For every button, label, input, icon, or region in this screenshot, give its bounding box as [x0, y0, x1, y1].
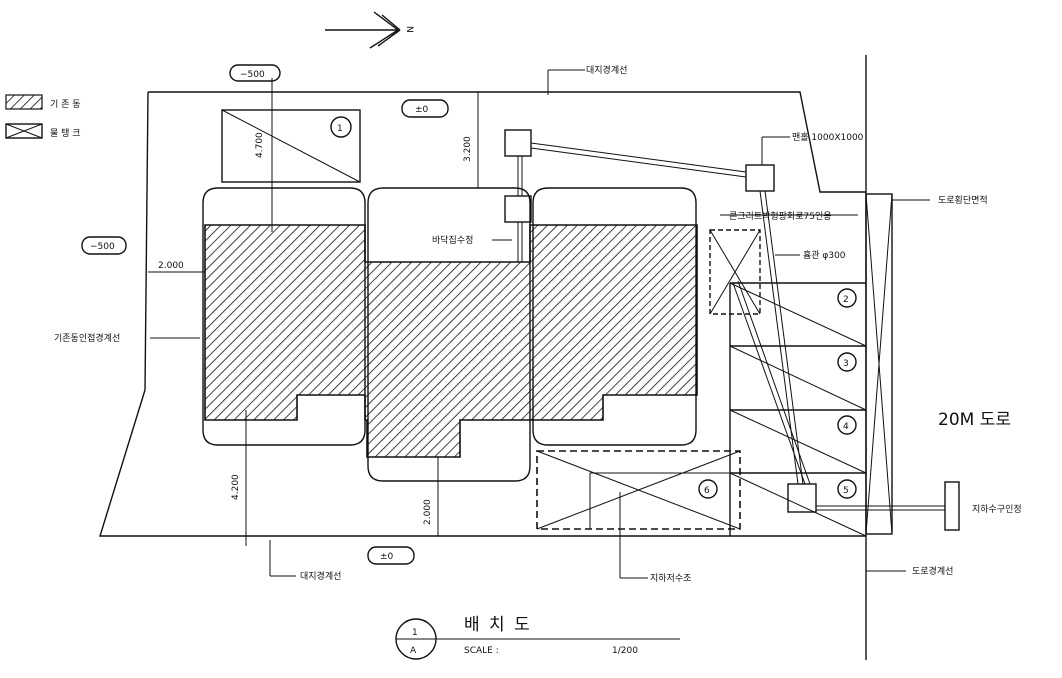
- tank-2-circle: [837, 288, 857, 308]
- label-manhole: 맨홀 1000X1000: [792, 131, 864, 143]
- dim-2000-bottom: 2.000: [423, 499, 433, 525]
- level-top-value: −500: [240, 70, 265, 80]
- site-boundary-bottom: [99, 91, 866, 537]
- tank-2-number: 2: [843, 295, 849, 305]
- manhole-bottom: [787, 483, 817, 513]
- tank-3-number: 3: [843, 359, 849, 369]
- north-label: N: [404, 26, 414, 33]
- building-block-middle: [367, 187, 531, 482]
- dim-3200: 3.200: [463, 136, 473, 162]
- building-block-left: [202, 187, 366, 446]
- label-pipe-300: 흄관 φ300: [803, 249, 846, 261]
- manhole-top: [504, 129, 532, 157]
- road-strip: [865, 193, 893, 535]
- existing-building-hatched: [204, 224, 698, 458]
- level-left-value: −500: [90, 242, 115, 252]
- building-block-right: [532, 187, 697, 446]
- level-bubble-top: [229, 64, 281, 82]
- tank-1-number: 1: [337, 124, 343, 134]
- dim-2000-left: 2.000: [158, 261, 184, 271]
- detail-number: 1: [412, 628, 418, 638]
- label-concrete-75: 콘크리트박형팡화로75인용: [729, 211, 832, 222]
- manhole-1000: [745, 164, 775, 192]
- tank-3-circle: [837, 352, 857, 372]
- concrete-tank-dashed: [709, 229, 761, 315]
- parking-bays: [729, 282, 867, 537]
- scale-label: SCALE :: [464, 646, 499, 656]
- tank-1-box: [221, 109, 361, 183]
- north-arrow-icon: N: [325, 11, 414, 49]
- tank-1-circle: [330, 116, 352, 138]
- title-block: 1 A 배 치 도 SCALE : 1/200: [395, 615, 680, 660]
- tank-4-number: 4: [843, 422, 849, 432]
- level-zero-bottom-value: ±0: [380, 552, 394, 562]
- tank-6-circle: [698, 479, 718, 499]
- label-road-boundary: 도로경계선: [912, 565, 953, 577]
- label-20m-road: 20M 도로: [938, 410, 1011, 430]
- legend-label-1: 기 존 동: [50, 99, 81, 110]
- underground-tank-6: [536, 450, 741, 530]
- legend-label-2: 물 탱 크: [50, 128, 81, 139]
- site-boundary-top: [148, 91, 866, 193]
- manhole-collect: [504, 195, 532, 223]
- label-water-meter: 지하수구인정: [972, 504, 1022, 515]
- water-meter-box: [944, 481, 960, 531]
- level-bubble-zero-top: [401, 99, 449, 118]
- label-road-section: 도로횡단면적: [938, 194, 988, 206]
- level-bubble-left: [81, 236, 127, 255]
- legend-swatch-cross: [5, 123, 43, 139]
- label-collection-pit: 바닥집수정: [432, 234, 473, 246]
- tank-5-number: 5: [843, 486, 849, 496]
- tank-6-number: 6: [704, 486, 710, 496]
- label-underground-tank: 지하저수조: [650, 573, 691, 584]
- legend-swatch-hatch: [5, 94, 43, 110]
- scale-value: 1/200: [612, 646, 638, 656]
- legend: 기 존 동 물 탱 크: [5, 94, 81, 139]
- label-site-boundary-bottom: 대지경계선: [300, 570, 341, 582]
- label-site-boundary-top: 대지경계선: [586, 64, 627, 76]
- dim-4200: 4.200: [231, 474, 241, 500]
- detail-letter: A: [410, 646, 417, 656]
- level-zero-top-value: ±0: [415, 105, 429, 115]
- drawing-title: 배 치 도: [464, 615, 532, 635]
- label-existing-building: 기존동인접경계선: [54, 332, 120, 344]
- dim-4700: 4.700: [255, 132, 265, 158]
- level-bubble-zero-bottom: [367, 546, 415, 565]
- tank-4-circle: [837, 415, 857, 435]
- tank-5-circle: [837, 479, 857, 499]
